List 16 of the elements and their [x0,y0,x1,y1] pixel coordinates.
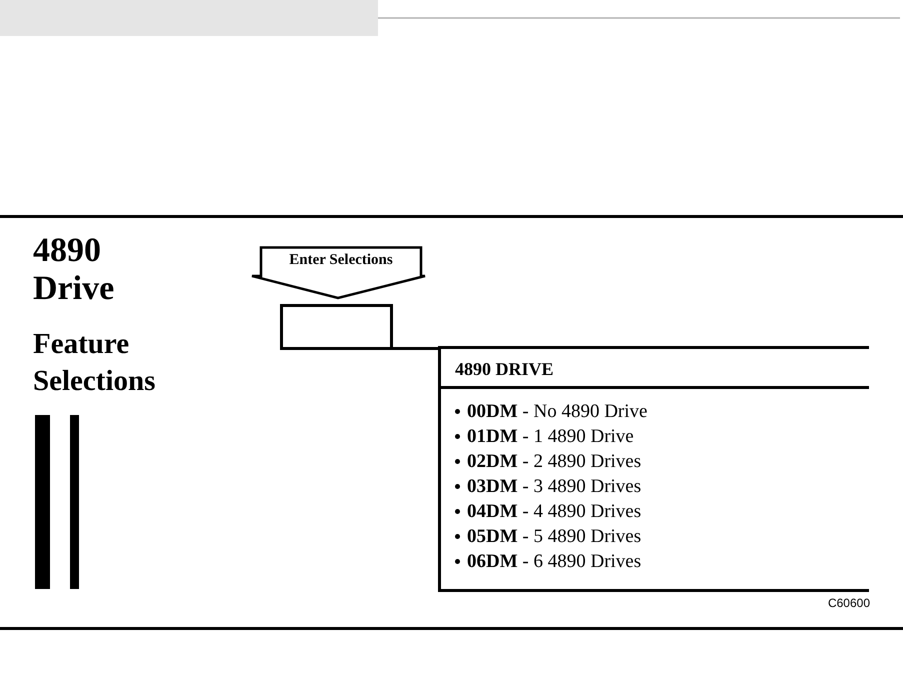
title: 4890 Drive [33,232,116,308]
option-text: 05DM - 5 4890 Drives [467,526,642,547]
option-text: 03DM - 3 4890 Drives [467,476,642,497]
option-text: 04DM - 4 4890 Drives [467,501,642,522]
connector-line [393,347,438,350]
selection-table [438,346,869,592]
down-arrow-callout [250,246,427,300]
option-text: 00DM - No 4890 Drive [467,401,648,422]
option-text: 06DM - 6 4890 Drives [467,551,642,572]
option-text: 02DM - 2 4890 Drives [467,451,642,472]
option-text: 01DM - 1 4890 Drive [467,426,634,447]
callout-text: Enter Selections [288,252,394,269]
figure-code: C60600 [826,596,870,610]
entry-box [280,304,393,350]
subtitle: Feature Selections [33,327,156,399]
table-heading: 4890 DRIVE [441,349,869,389]
